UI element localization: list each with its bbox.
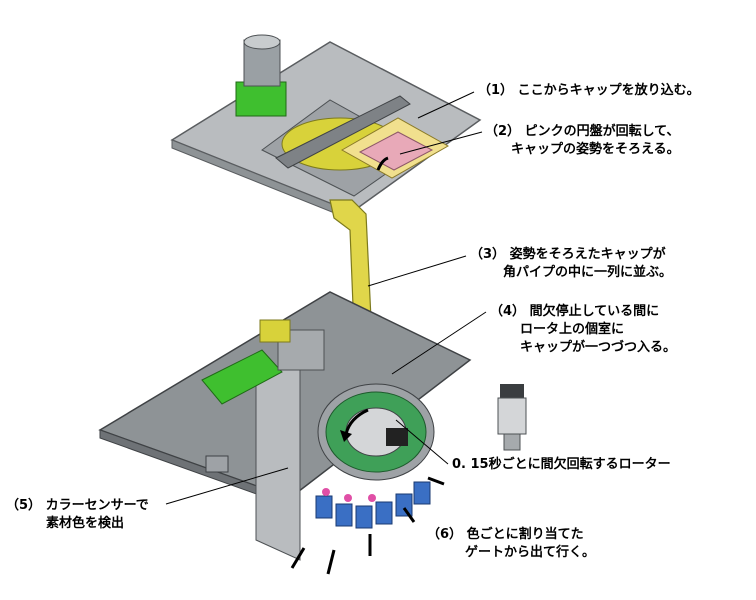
- pink-marker: [322, 488, 330, 496]
- callout-step5-line2: 素材色を検出: [46, 516, 125, 531]
- rotation-arrow-small: [376, 156, 389, 171]
- regulator-body: [497, 397, 527, 435]
- callout-step2-line2: キャップの姿勢をそろえる。: [511, 142, 680, 157]
- regulator-bowl: [503, 433, 521, 451]
- callout-step2-line1: （2） ピンクの円盤が回転して、: [485, 124, 680, 139]
- callout-step1: （1） ここからキャップを放り込む。: [478, 82, 700, 100]
- leader-line-1: [417, 91, 475, 119]
- output-arrow: [402, 507, 416, 523]
- callout-step6-line1: （6） 色ごとに割り当てた: [427, 527, 584, 542]
- leader-line-2: [399, 131, 483, 155]
- callout-step3: （3） 姿勢をそろえたキャップが 角パイプの中に一列に並ぶ。: [470, 246, 672, 282]
- callout-step5-line1: （5） カラーセンサーで: [6, 498, 149, 513]
- callout-step4-line2: ロータ上の個室に: [520, 322, 625, 337]
- pink-markers: [322, 488, 376, 502]
- yellow-bracket: [259, 319, 291, 343]
- base-motor: [201, 349, 283, 405]
- pink-marker: [344, 494, 352, 502]
- callout-step6: （6） 色ごとに割り当てた ゲートから出て行く。: [427, 526, 595, 562]
- color-sensor: [205, 455, 229, 473]
- feeder-crossbar: [275, 95, 411, 169]
- top-motor-mount: [235, 81, 287, 117]
- gate: [395, 493, 413, 517]
- rotor-cap-motor: [386, 428, 408, 446]
- callout-rotor-line1: 0. 15秒ごとに間欠回転するローター: [452, 457, 671, 472]
- gate: [315, 495, 333, 519]
- callout-step4-line1: （4） 間欠停止している間に: [490, 304, 660, 319]
- callout-step2: （2） ピンクの円盤が回転して、 キャップの姿勢をそろえる。: [485, 123, 680, 159]
- callout-step4: （4） 間欠停止している間に ロータ上の個室に キャップが一つづつ入る。: [490, 303, 676, 357]
- output-arrow: [326, 549, 336, 575]
- leader-line-3: [367, 255, 467, 287]
- pink-marker: [368, 494, 376, 502]
- gate-row: [315, 481, 431, 529]
- callout-step3-line1: （3） 姿勢をそろえたキャップが: [470, 247, 666, 262]
- gate: [375, 501, 393, 525]
- vertical-plate: [255, 359, 301, 561]
- output-arrow: [290, 547, 306, 569]
- callout-step3-line2: 角パイプの中に一列に並ぶ。: [503, 265, 673, 280]
- callout-step4-line3: キャップが一つづつ入る。: [520, 340, 677, 355]
- output-arrow: [427, 476, 445, 486]
- callout-step5: （5） カラーセンサーで 素材色を検出: [6, 497, 149, 533]
- rotor-arrow-head: [340, 430, 352, 442]
- gate: [335, 503, 353, 527]
- rotor-rotation-arrow: [344, 408, 369, 435]
- callout-step1-line1: （1） ここからキャップを放り込む。: [478, 83, 700, 98]
- leader-lines: [165, 91, 487, 505]
- regulator-top: [500, 384, 524, 398]
- leader-line-5: [165, 467, 289, 505]
- output-arrows: [290, 476, 445, 575]
- callout-rotor: 0. 15秒ごとに間欠回転するローター: [452, 456, 671, 474]
- leader-line-rotor: [395, 419, 449, 465]
- gate: [355, 505, 373, 529]
- leader-line-4: [391, 311, 487, 375]
- callout-step6-line2: ゲートから出て行く。: [465, 545, 596, 560]
- air-regulator: [497, 384, 527, 451]
- top-motor-cap: [243, 34, 281, 50]
- gate: [413, 481, 431, 505]
